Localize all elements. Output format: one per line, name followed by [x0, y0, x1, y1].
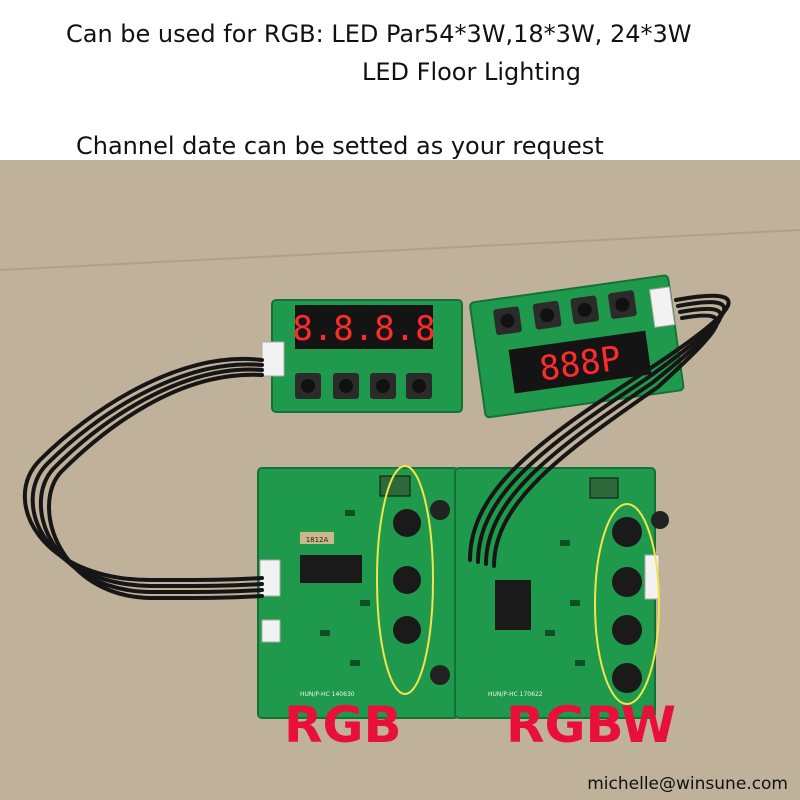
highlight-ellipse-rgbw: [594, 503, 660, 705]
led-display-left: [295, 305, 433, 349]
ribbon-cable-left: [22, 356, 264, 601]
svg-text:HUN/P-HC 170622: HUN/P-HC 170622: [488, 691, 543, 698]
rgbw-label: RGBW: [506, 696, 677, 754]
driver-board-rgb: 1812A HUN/P-HC 140630: [257, 465, 459, 719]
contact-email: michelle@winsune.com: [587, 774, 788, 794]
ribbon-cable-right: [468, 293, 731, 568]
driver-board-rgbw: HUN/P-HC 170622: [454, 467, 669, 719]
header: Can be used for RGB: LED Par54*3W,18*3W,…: [0, 0, 800, 168]
led-digits-left: 8.8.8.8: [292, 309, 435, 349]
channel-line: Channel date can be setted as your reque…: [76, 132, 604, 160]
led-display-right: [508, 330, 652, 394]
rgb-label: RGB: [284, 696, 402, 754]
svg-text:1812A: 1812A: [306, 536, 329, 544]
floor-lighting-line: LED Floor Lighting: [362, 58, 581, 86]
display-board-left: 8.8.8.8: [261, 299, 463, 413]
usage-line: Can be used for RGB: LED Par54*3W,18*3W,…: [66, 20, 692, 48]
product-photo: 8.8.8.8 888P 1812A: [0, 160, 800, 800]
svg-text:HUN/P-HC 140630: HUN/P-HC 140630: [300, 691, 355, 698]
highlight-ellipse-rgb: [376, 465, 434, 695]
